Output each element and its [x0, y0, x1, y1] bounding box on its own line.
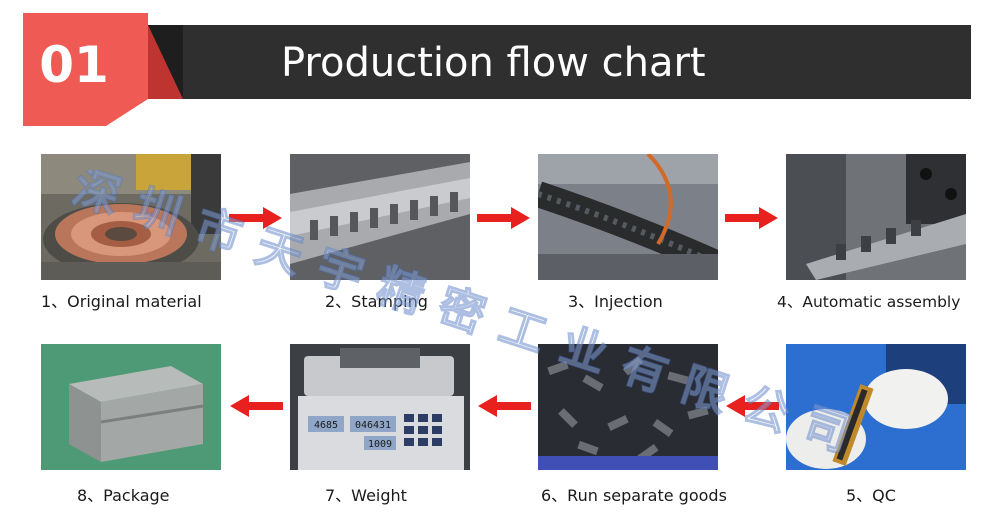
stamped-metal-strip-photo [290, 154, 470, 280]
step-label-8: 8、Package [77, 486, 170, 505]
step-label-6: 6、Run separate goods [541, 486, 727, 505]
weighing-scale-photo: 4685 046431 1009 [290, 344, 470, 470]
assembly-machine-photo [786, 154, 966, 280]
step-label-4: 4、Automatic assembly [777, 293, 961, 311]
wrapped-package-photo [41, 344, 221, 470]
scale-readout-3: 1009 [368, 439, 392, 450]
scale-readout-1: 4685 [314, 420, 338, 431]
scale-readout-2: 046431 [355, 420, 391, 431]
step-label-5: 5、QC [846, 486, 896, 505]
badge-number: 01 [39, 36, 109, 94]
gloved-inspection-photo [786, 344, 966, 470]
page-title: Production flow chart [281, 40, 706, 86]
header-bar [133, 25, 971, 99]
parts-pile-photo [538, 344, 718, 470]
step-label-1: 1、Original material [41, 292, 202, 311]
number-badge: 01 [23, 13, 183, 126]
arrow-left-icon [230, 395, 283, 417]
arrow-right-icon [725, 207, 778, 229]
header-banner: Production flow chart 01 [23, 13, 971, 126]
copper-coil-photo [41, 154, 221, 280]
arrow-left-icon [726, 395, 779, 417]
injection-strip-photo [538, 154, 718, 280]
arrow-left-icon [478, 395, 531, 417]
arrow-right-icon [477, 207, 530, 229]
arrow-right-icon [229, 207, 282, 229]
step-label-3: 3、Injection [568, 292, 663, 311]
step-label-2: 2、Stamping [325, 292, 428, 311]
step-label-7: 7、Weight [325, 486, 407, 505]
